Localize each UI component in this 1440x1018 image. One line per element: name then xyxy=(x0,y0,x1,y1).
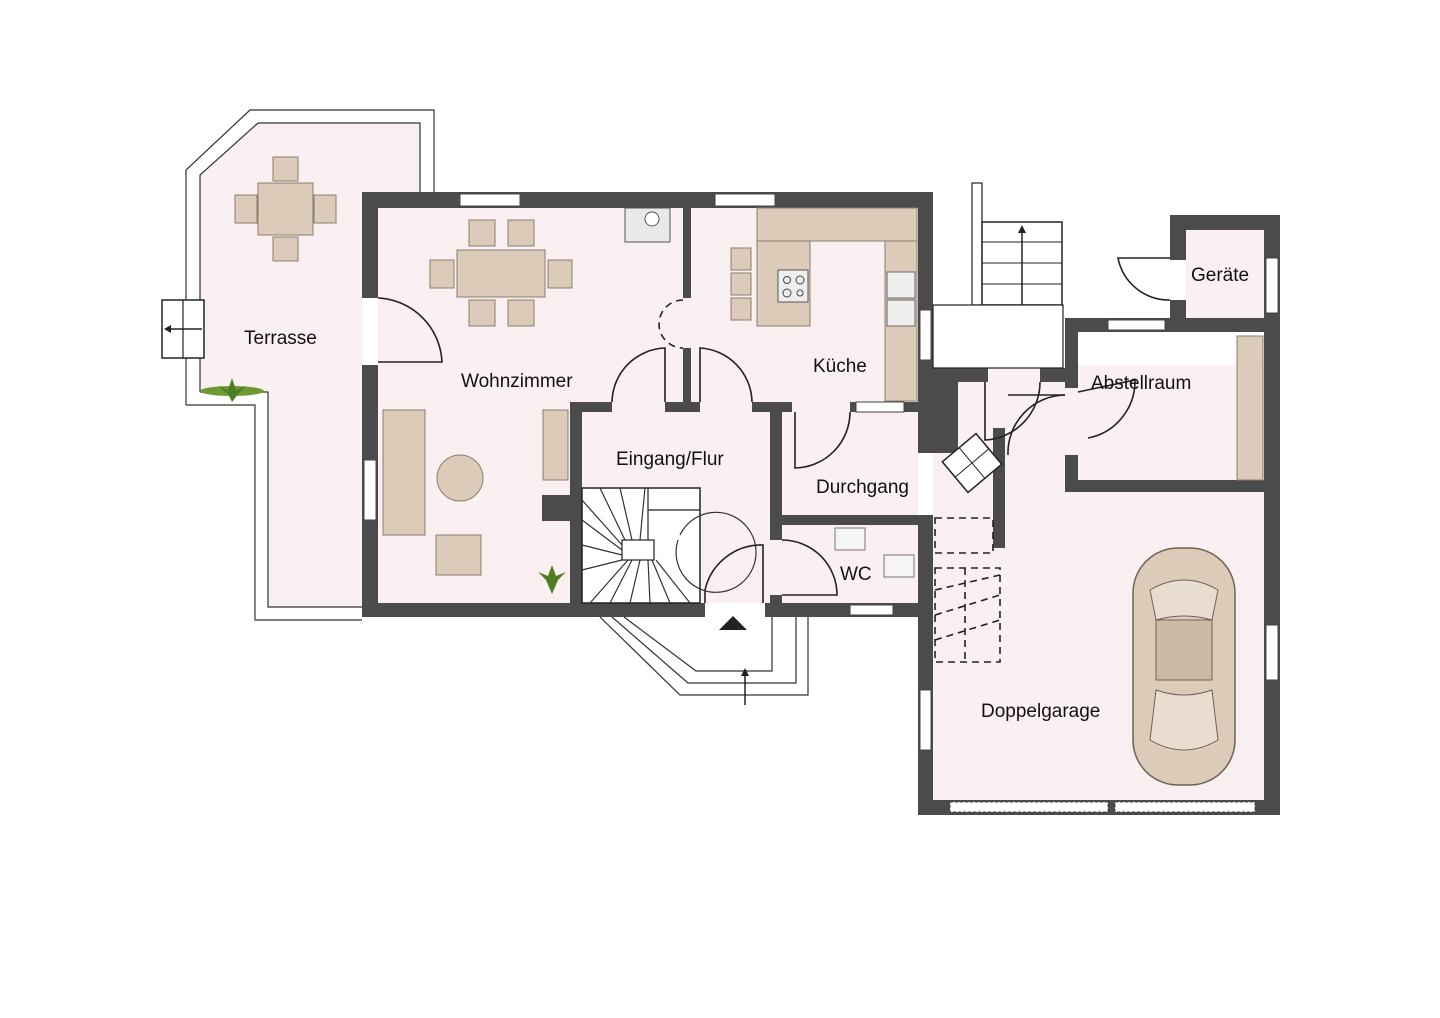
doors xyxy=(377,257,1171,603)
entrance-arrow-icon xyxy=(719,616,747,630)
kitchen-counter xyxy=(756,207,918,242)
window xyxy=(919,689,932,751)
room-labels: Terrasse Wohnzimmer Küche Eingang/Flur D… xyxy=(244,265,1249,722)
sideboard xyxy=(542,409,569,481)
window xyxy=(714,193,776,207)
window xyxy=(919,309,932,361)
windows xyxy=(363,193,1279,813)
plant-icon xyxy=(538,565,566,594)
room-label-geraete: Geräte xyxy=(1191,265,1249,286)
room-label-terrasse: Terrasse xyxy=(244,328,317,349)
armchair xyxy=(435,534,482,576)
terrace-table-set xyxy=(234,156,337,262)
garage-door xyxy=(949,801,1109,813)
plant-icon xyxy=(200,378,264,402)
dining-table xyxy=(456,249,546,298)
window xyxy=(1107,319,1166,331)
room-label-eingang: Eingang/Flur xyxy=(616,449,724,470)
room-label-kueche: Küche xyxy=(813,356,867,377)
window xyxy=(459,193,521,207)
room-label-durchgang: Durchgang xyxy=(816,477,909,498)
terrace xyxy=(161,109,435,621)
window xyxy=(849,604,894,616)
room-label-doppelgarage: Doppelgarage xyxy=(981,701,1100,722)
room-label-wohnzimmer: Wohnzimmer xyxy=(461,371,573,392)
car-icon xyxy=(1132,547,1236,786)
room-label-abstellraum: Abstellraum xyxy=(1091,373,1191,394)
sofa xyxy=(382,409,426,536)
window xyxy=(363,459,377,521)
room-label-wc: WC xyxy=(840,564,872,585)
terrace-exit-steps xyxy=(161,299,205,359)
coffee-table xyxy=(436,454,484,502)
window xyxy=(855,401,905,413)
garage-door xyxy=(1114,801,1256,813)
furniture xyxy=(382,207,1264,786)
storage-shelf xyxy=(1236,335,1264,481)
window xyxy=(1265,257,1279,314)
window xyxy=(1265,624,1279,681)
entrance-steps xyxy=(599,616,809,705)
exterior-stairs xyxy=(932,182,1064,663)
interior-staircase xyxy=(581,487,757,604)
